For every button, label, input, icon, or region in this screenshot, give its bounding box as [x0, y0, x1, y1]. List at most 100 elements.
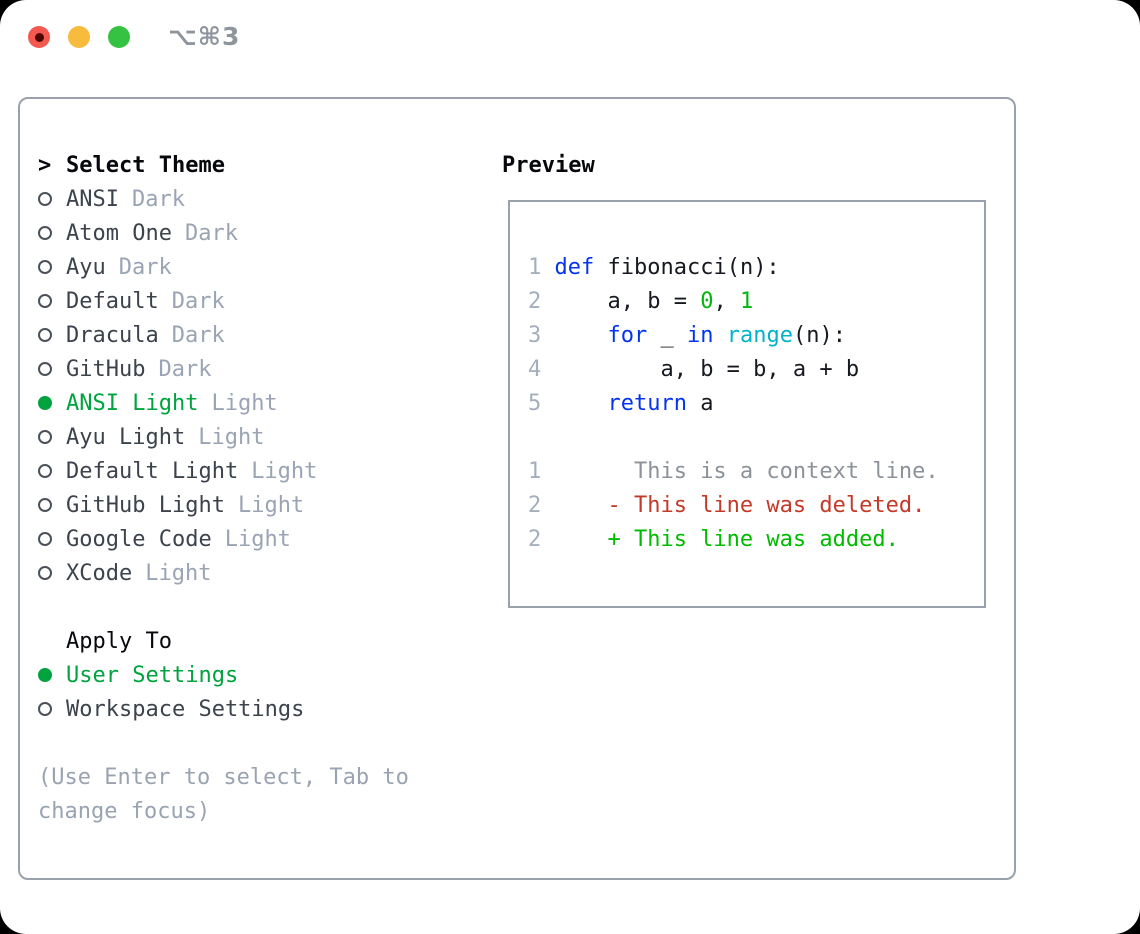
maximize-button[interactable] [108, 26, 130, 48]
line-number: 2 [528, 289, 542, 314]
theme-variant: Light [237, 492, 305, 518]
diff-added-line: 2 + This line was added. [528, 523, 984, 557]
radio-unselected-icon [38, 260, 52, 274]
theme-list-header: > Select Theme [38, 148, 409, 182]
theme-option-default-dark[interactable]: Default Dark [38, 284, 409, 318]
theme-name: Google Code [66, 526, 212, 552]
diff-added-token: + This line was added. [541, 527, 899, 552]
radio-unselected-icon [38, 226, 52, 240]
line-number: 2 [528, 527, 542, 552]
keyword-token: in [686, 323, 714, 348]
code-token: _ [647, 323, 687, 348]
line-number: 4 [528, 357, 542, 382]
line-number: 1 [528, 459, 542, 484]
hint-line-1: (Use Enter to select, Tab to [38, 764, 409, 790]
number-literal-token: 1 [739, 289, 754, 314]
preview-box: 1 def fibonacci(n): 2 a, b = 0, 1 3 for … [508, 200, 986, 608]
minimize-button[interactable] [68, 26, 90, 48]
theme-variant: Light [145, 560, 212, 586]
line-number: 5 [528, 391, 542, 416]
theme-name: XCode [66, 560, 133, 586]
blank-code-line [528, 421, 984, 455]
theme-name: Dracula [66, 322, 159, 348]
theme-option-github-light[interactable]: GitHub Light Light [38, 488, 409, 522]
diff-deleted-token: - This line was deleted. [541, 493, 926, 518]
theme-variant: Light [198, 424, 265, 450]
theme-name: Ayu Light [66, 424, 186, 450]
apply-to-header: Apply To [38, 624, 409, 658]
code-line-5: 5 return a [528, 387, 984, 421]
preview-title: Preview [502, 152, 595, 178]
code-token: fibonacci(n): [594, 255, 780, 280]
line-number: 1 [528, 255, 542, 280]
apply-option-label: Workspace Settings [66, 696, 305, 722]
preview-header: Preview [502, 148, 595, 182]
theme-option-atom-one-dark[interactable]: Atom One Dark [38, 216, 409, 250]
theme-option-google-code-light[interactable]: Google Code Light [38, 522, 409, 556]
theme-variant: Dark [184, 220, 238, 246]
code-line-2: 2 a, b = 0, 1 [528, 285, 984, 319]
code-token: , [713, 289, 740, 314]
theme-variant: Dark [171, 322, 225, 348]
diff-context-token: This is a context line. [541, 459, 939, 484]
keyboard-shortcut-label: ⌥⌘3 [168, 22, 241, 51]
theme-option-ayu-dark[interactable]: Ayu Dark [38, 250, 409, 284]
radio-unselected-icon [38, 294, 52, 308]
theme-name: GitHub Light [66, 492, 225, 518]
radio-unselected-icon [38, 430, 52, 444]
code-token: a [686, 391, 714, 416]
radio-unselected-icon [38, 464, 52, 478]
focus-cursor-icon: > [38, 152, 52, 178]
code-line-4: 4 a, b = b, a + b [528, 353, 984, 387]
theme-name: Atom One [66, 220, 172, 246]
theme-variant: Light [211, 390, 278, 416]
theme-variant: Dark [158, 356, 212, 382]
spacer-row [38, 590, 409, 624]
theme-name: ANSI Light [66, 390, 199, 416]
theme-variant: Dark [131, 186, 185, 212]
code-token [713, 323, 726, 348]
code-token [541, 391, 607, 416]
code-token: a, b = b, a + b [541, 357, 860, 382]
theme-option-default-light[interactable]: Default Light Light [38, 454, 409, 488]
theme-option-dracula-dark[interactable]: Dracula Dark [38, 318, 409, 352]
theme-variant: Light [251, 458, 318, 484]
radio-unselected-icon [38, 192, 52, 206]
theme-option-ayu-light[interactable]: Ayu Light Light [38, 420, 409, 454]
diff-context-line: 1 This is a context line. [528, 455, 984, 489]
apply-option-label: User Settings [66, 662, 239, 688]
theme-name: Default Light [66, 458, 239, 484]
code-token: a, b = [541, 289, 701, 314]
apply-option-workspace-settings[interactable]: Workspace Settings [38, 692, 409, 726]
theme-name: Ayu [66, 254, 106, 280]
number-literal-token: 0 [700, 289, 714, 314]
keyword-token: return [607, 391, 687, 416]
line-number: 2 [528, 493, 542, 518]
theme-name: GitHub [66, 356, 146, 382]
theme-option-ansi-light[interactable]: ANSI Light Light [38, 386, 409, 420]
unsaved-changes-dot-icon [34, 32, 44, 42]
radio-unselected-icon [38, 362, 52, 376]
theme-option-github-dark[interactable]: GitHub Dark [38, 352, 409, 386]
close-button[interactable] [28, 26, 50, 48]
code-token [541, 323, 607, 348]
hint-line-2: change focus) [38, 798, 211, 824]
traffic-lights [28, 26, 130, 48]
theme-selector-column: > Select Theme ANSI Dark Atom One Dark A… [38, 148, 409, 828]
theme-option-xcode-light[interactable]: XCode Light [38, 556, 409, 590]
apply-to-title: Apply To [66, 628, 172, 654]
radio-unselected-icon [38, 498, 52, 512]
radio-selected-icon [38, 396, 52, 410]
titlebar: ⌥⌘3 [0, 0, 1140, 75]
radio-unselected-icon [38, 532, 52, 546]
radio-unselected-icon [38, 566, 52, 580]
theme-list-title: Select Theme [66, 152, 225, 178]
code-line-1: 1 def fibonacci(n): [528, 251, 984, 285]
builtin-token: range [726, 323, 793, 348]
apply-option-user-settings[interactable]: User Settings [38, 658, 409, 692]
theme-option-ansi-dark[interactable]: ANSI Dark [38, 182, 409, 216]
theme-name: ANSI [66, 186, 119, 212]
theme-name: Default [66, 288, 159, 314]
